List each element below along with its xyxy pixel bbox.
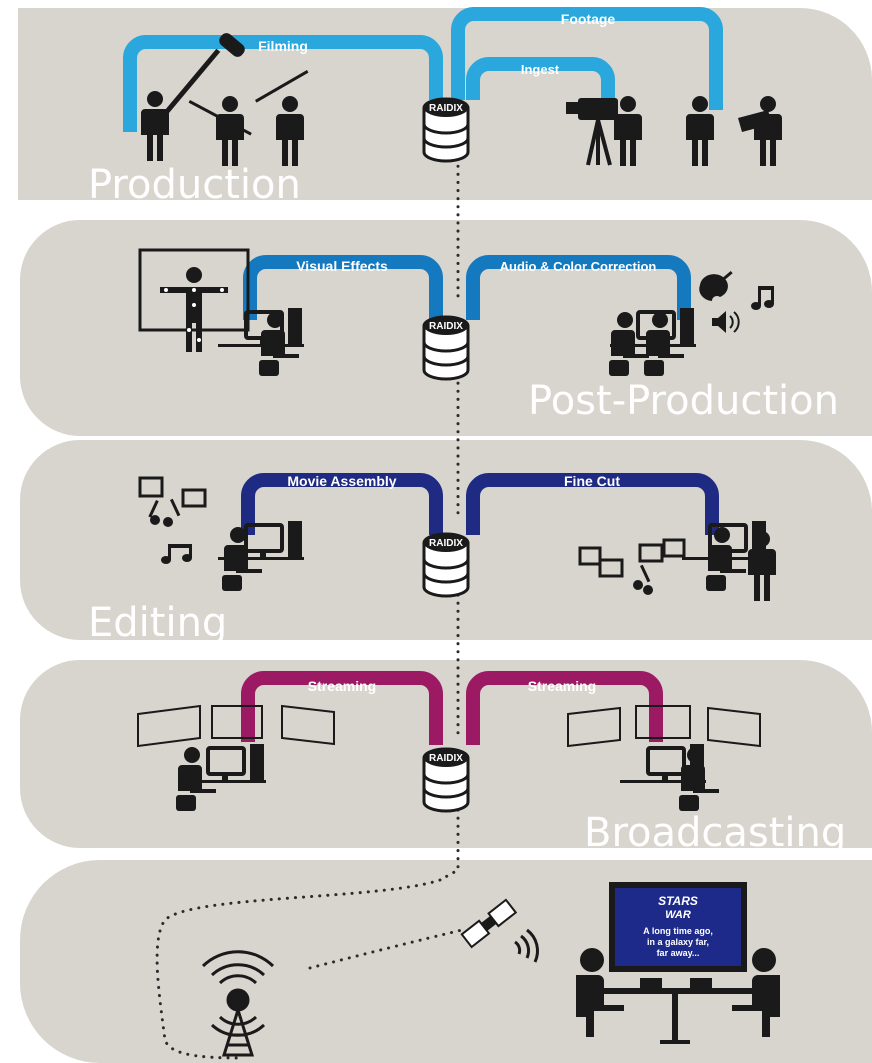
editing-section: Movie Assembly Fine Cut RAIDIX: [88, 473, 776, 646]
streaming-label-right: Streaming: [528, 678, 596, 694]
svg-text:in a galaxy far,: in a galaxy far,: [647, 937, 709, 947]
stage-title-production: Production: [88, 162, 301, 208]
crew-icon: [686, 96, 782, 166]
monitor-wall-right-icon: [567, 705, 761, 748]
camera-operator-icon: [566, 96, 642, 166]
music-note-icon: [751, 286, 774, 310]
boom-operator-icon: [141, 33, 245, 161]
svg-text:far away...: far away...: [657, 948, 700, 958]
motion-capture-icon: [138, 248, 250, 352]
film-scissors-icon: [138, 476, 207, 564]
broadcast-tower-icon: [201, 950, 275, 1057]
stage-title-postproduction: Post-Production: [528, 378, 839, 424]
storage-postproduction: RAIDIX: [422, 315, 470, 381]
fighting-actors-icon: [188, 70, 309, 166]
delivery-section: STARS WAR A long time ago, in a galaxy f…: [201, 882, 780, 1057]
footage-label: Footage: [561, 11, 616, 27]
storage-editing: RAIDIX: [422, 532, 470, 598]
visual-effects-label: Visual Effects: [296, 258, 388, 274]
svg-text:STARS: STARS: [658, 894, 698, 908]
satellite-icon: [460, 898, 539, 963]
streaming-bridge-right: Streaming: [466, 671, 663, 745]
raidix-label: RAIDIX: [429, 753, 463, 764]
postproduction-section: Visual Effects Audio & Color Correction: [138, 248, 839, 424]
fine-cut-bridge: Fine Cut: [466, 473, 719, 535]
raidix-label: RAIDIX: [429, 103, 463, 114]
audio-color-label: Audio & Color Correction: [500, 259, 657, 274]
fine-cut-label: Fine Cut: [564, 473, 620, 489]
tv-viewers-icon: STARS WAR A long time ago, in a galaxy f…: [576, 882, 780, 1044]
storage-broadcasting: RAIDIX: [422, 747, 470, 813]
audio-color-bridge: Audio & Color Correction: [466, 255, 691, 320]
footage-bridge: Footage: [451, 7, 723, 110]
storage-production: RAIDIX: [422, 97, 470, 163]
production-section: Filming Footage Ingest RAIDIX: [88, 7, 782, 208]
ingest-label: Ingest: [521, 62, 560, 77]
movie-assembly-label: Movie Assembly: [287, 473, 396, 489]
storage-backbone: [155, 148, 464, 1060]
visual-effects-bridge: Visual Effects: [243, 255, 443, 320]
monitor-wall-left-icon: [137, 704, 335, 748]
filming-bridge: Filming: [123, 35, 443, 132]
streaming-label-left: Streaming: [308, 678, 376, 694]
svg-text:WAR: WAR: [665, 909, 691, 921]
tv-screen-text: STARS WAR A long time ago, in a galaxy f…: [643, 894, 713, 958]
palette-icon: [699, 271, 733, 301]
broadcasting-section: Streaming Streaming RAIDIX Broadca: [137, 671, 846, 856]
ingest-bridge: Ingest: [466, 57, 615, 100]
speaker-icon: [712, 311, 740, 333]
stage-title-broadcasting: Broadcasting: [584, 810, 846, 856]
svg-text:A long time ago,: A long time ago,: [643, 926, 713, 936]
raidix-label: RAIDIX: [429, 321, 463, 332]
stage-title-editing: Editing: [88, 600, 227, 646]
raidix-label: RAIDIX: [429, 538, 463, 549]
film-strip-icon: [578, 538, 686, 595]
movie-assembly-bridge: Movie Assembly: [241, 473, 443, 535]
streaming-bridge-left: Streaming: [241, 671, 443, 745]
filming-label: Filming: [258, 38, 308, 54]
